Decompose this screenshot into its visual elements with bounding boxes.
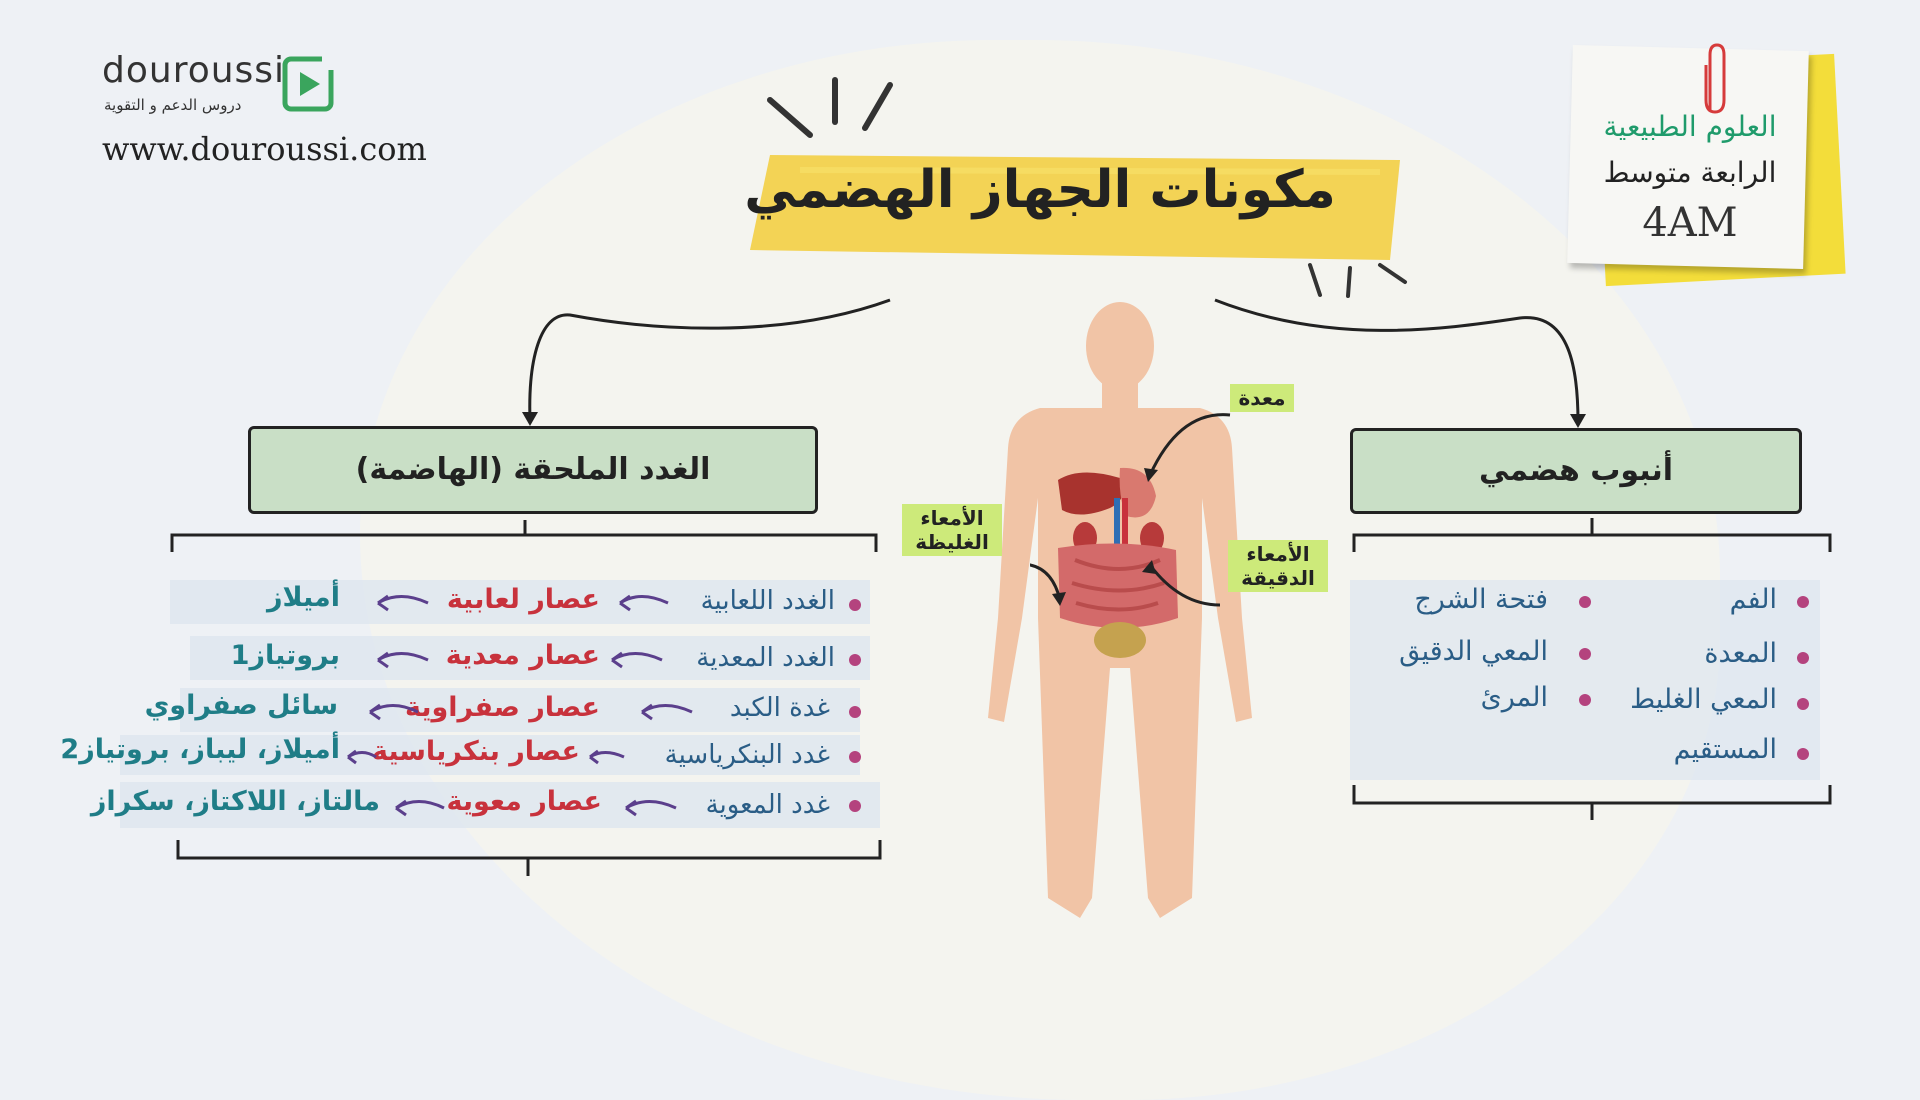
website-url[interactable]: www.douroussi.com (102, 130, 427, 168)
tube-part: المستقيم (1673, 734, 1777, 765)
human-body-figure (988, 302, 1252, 918)
juice-name: عصار صفراوية (405, 692, 600, 723)
gland-name: غدد المعوية (705, 790, 830, 820)
juice-name: عصار معدية (445, 640, 600, 671)
enzyme-name: بروتياز1 (230, 640, 340, 671)
gland-name: الغدد المعدية (696, 643, 835, 673)
gland-name: غدد البنكرياسية (664, 740, 830, 770)
sticky-code: 4AM (1642, 200, 1738, 246)
sticky-subject: العلوم الطبيعية (1603, 110, 1777, 143)
enzyme-name: أميلاز (266, 582, 340, 613)
label-large-intestine: الأمعاء الغليظة (902, 504, 1002, 556)
enzyme-name: سائل صفراوي (144, 690, 338, 721)
brand-tagline: دروس الدعم و التقوية (104, 96, 242, 114)
tube-part: المرئ (1480, 682, 1548, 713)
sticky-level: الرابعة متوسط (1603, 156, 1777, 189)
juice-name: عصار لعابية (446, 584, 600, 615)
title-decoration (750, 77, 1407, 298)
page-title: مكونات الجهاز الهضمي (744, 160, 1336, 220)
juice-name: عصار بنكرياسية (371, 736, 580, 767)
tube-part: فتحة الشرج (1414, 584, 1548, 615)
brand-name: douroussi (102, 50, 286, 91)
accessory-glands-box: الغدد الملحقة (الهاضمة) (248, 426, 818, 514)
juice-name: عصار معوية (446, 786, 602, 817)
gland-name: غدة الكبد (729, 693, 830, 723)
label-stomach: معدة (1230, 384, 1294, 412)
paperclip-icon (1704, 43, 1726, 114)
tube-part: المعي الغليط (1630, 684, 1777, 715)
enzyme-name: أميلاز، ليباز، بروتياز2 (60, 734, 340, 765)
play-icon (282, 56, 336, 112)
gland-name: الغدد اللعابية (700, 586, 835, 616)
tube-part: الفم (1729, 584, 1777, 615)
label-small-intestine: الأمعاء الدقيقة (1228, 540, 1328, 592)
tube-part: المعدة (1704, 638, 1777, 669)
digestive-tube-box: أنبوب هضمي (1350, 428, 1802, 514)
tube-part: المعي الدقيق (1399, 636, 1548, 667)
enzyme-name: مالتاز، اللاكتاز، سكراز (90, 786, 380, 817)
organ-pointers (1030, 413, 1231, 607)
